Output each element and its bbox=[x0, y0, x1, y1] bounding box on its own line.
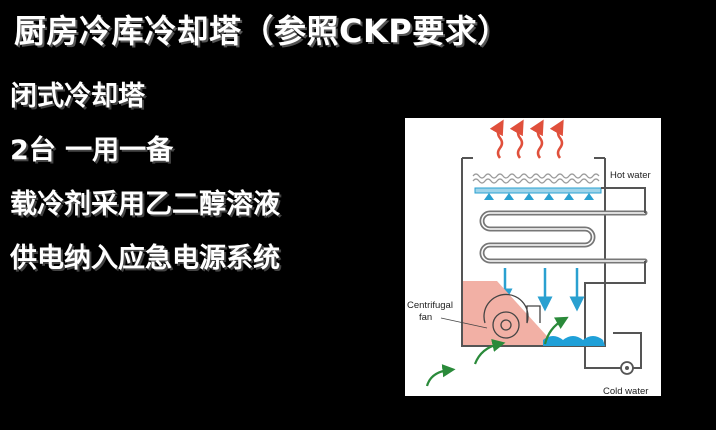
bullet-power-supply: 供电纳入应急电源系统 bbox=[10, 243, 280, 274]
tower-casing bbox=[461, 157, 606, 347]
centrifugal-fan-icon bbox=[483, 293, 541, 339]
bullet-closed-tower: 闭式冷却塔 bbox=[10, 81, 145, 112]
hot-water-label: Hot water bbox=[610, 170, 651, 181]
cold-water-label: Cold water bbox=[603, 386, 648, 396]
basin-water bbox=[543, 336, 605, 346]
fan-label: fan bbox=[419, 312, 432, 323]
external-piping bbox=[584, 187, 646, 369]
slide-title: 厨房冷库冷却塔（参照CKP要求） bbox=[14, 12, 510, 50]
bullet-coolant: 载冷剂采用乙二醇溶液 bbox=[10, 189, 280, 220]
exhaust-air-arrows bbox=[489, 119, 564, 159]
bullet-list: 闭式冷却塔 2台 一用一备 载冷剂采用乙二醇溶液 供电纳入应急电源系统 bbox=[10, 70, 280, 286]
heat-exchange-coil bbox=[479, 210, 648, 264]
cooling-tower-svg: Hot water Centrifugal fan Cold water bbox=[407, 119, 651, 396]
falling-water-arrows bbox=[497, 268, 585, 312]
fan-leader-line bbox=[440, 317, 488, 329]
drift-eliminator bbox=[472, 173, 600, 184]
fan-housing-zone bbox=[463, 281, 555, 345]
pump-icon bbox=[620, 361, 634, 375]
airflow-arrows bbox=[425, 316, 569, 387]
centrifugal-label: Centrifugal bbox=[407, 300, 453, 311]
spray-header bbox=[474, 187, 602, 200]
coil-inner-line bbox=[481, 212, 645, 262]
cooling-tower-diagram: Hot water Centrifugal fan Cold water bbox=[405, 118, 661, 396]
bullet-units: 2台 一用一备 bbox=[10, 135, 174, 166]
